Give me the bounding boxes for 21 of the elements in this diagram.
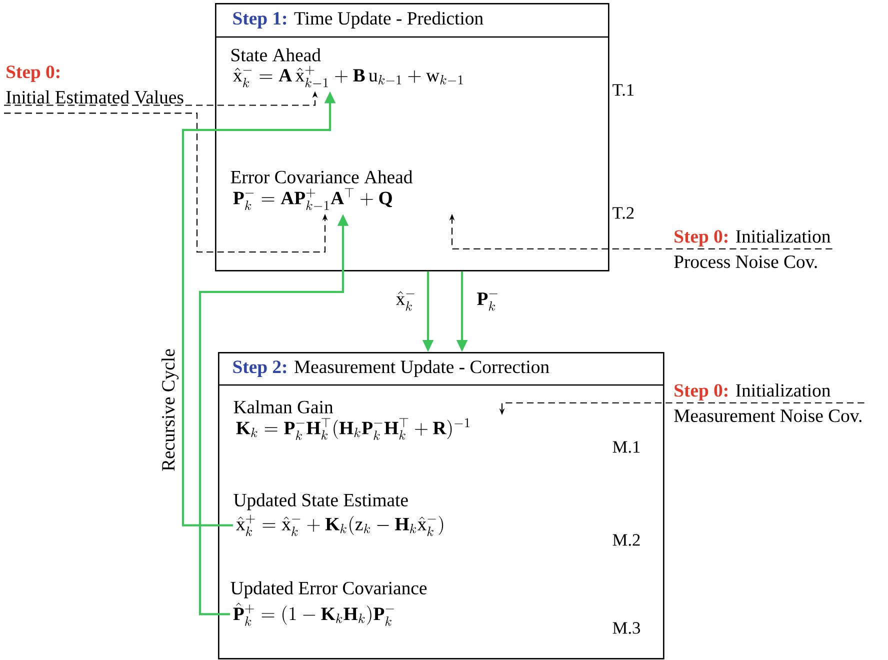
equation-title: State Ahead bbox=[232, 48, 321, 62]
equation: $\hat{\mathbf{P}}_k^+ = (1 - \mathbf{K}_k\mathbf{H}_k)\mathbf{P}_k^-$ bbox=[233, 602, 394, 626]
equation-title: Updated State Estimate bbox=[234, 493, 408, 510]
edge-label: $\hat{\mathrm{x}}_k^-$ bbox=[394, 288, 418, 312]
equation: $\mathbf{K}_k = \mathbf{P}_k^-\mathbf{H}_k^\top(\mathbf{H}_k\mathbf{P}_k^-\mathbf{H}_k^\top + \mathbf{R})^{-1}$ bbox=[236, 418, 470, 440]
equation: $\hat{\mathrm{x}}_k^- = \mathbf{A}\,\hat{\mathrm{x}}_{k-1}^+ + \mathbf{B}\,\mathrm{u}_{k-1} + \mathrm{w}_{k-1}$ bbox=[233, 66, 463, 88]
equation-number: M.1 bbox=[612, 441, 640, 453]
rotated-label: Recursive Cycle bbox=[162, 349, 178, 471]
equation-title: Updated Error Covariance bbox=[230, 581, 427, 598]
equation-title: Error Covariance Ahead bbox=[230, 170, 412, 184]
note-text: Step 0: Initialization Measurement Noise Cov. bbox=[674, 384, 862, 422]
equation-number: T.1 bbox=[612, 84, 634, 96]
note-text: Step 0: Initial Estimated Values bbox=[6, 66, 184, 104]
equation-number: T.2 bbox=[612, 207, 634, 219]
equation-number: M.3 bbox=[612, 622, 640, 634]
equation-title: Kalman Gain bbox=[234, 400, 334, 414]
note-text: Step 0: Initialization Process Noise Cov. bbox=[674, 230, 830, 268]
equation: $\mathbf{P}_k^- = \mathbf{A}\mathbf{P}_{k-1}^+\mathbf{A}^\top + \mathbf{Q}$ bbox=[233, 188, 392, 210]
equation-number: M.2 bbox=[612, 534, 640, 546]
equation: $\hat{\mathrm{x}}_k^+ = \hat{\mathrm{x}}_k^- + \mathbf{K}_k(\mathrm{z}_k - \mathbf{H}_k\hat{\mathrm{x}}_k^-)$ bbox=[236, 514, 444, 536]
edge-label: $\mathbf{P}_k^-$ bbox=[475, 288, 501, 312]
